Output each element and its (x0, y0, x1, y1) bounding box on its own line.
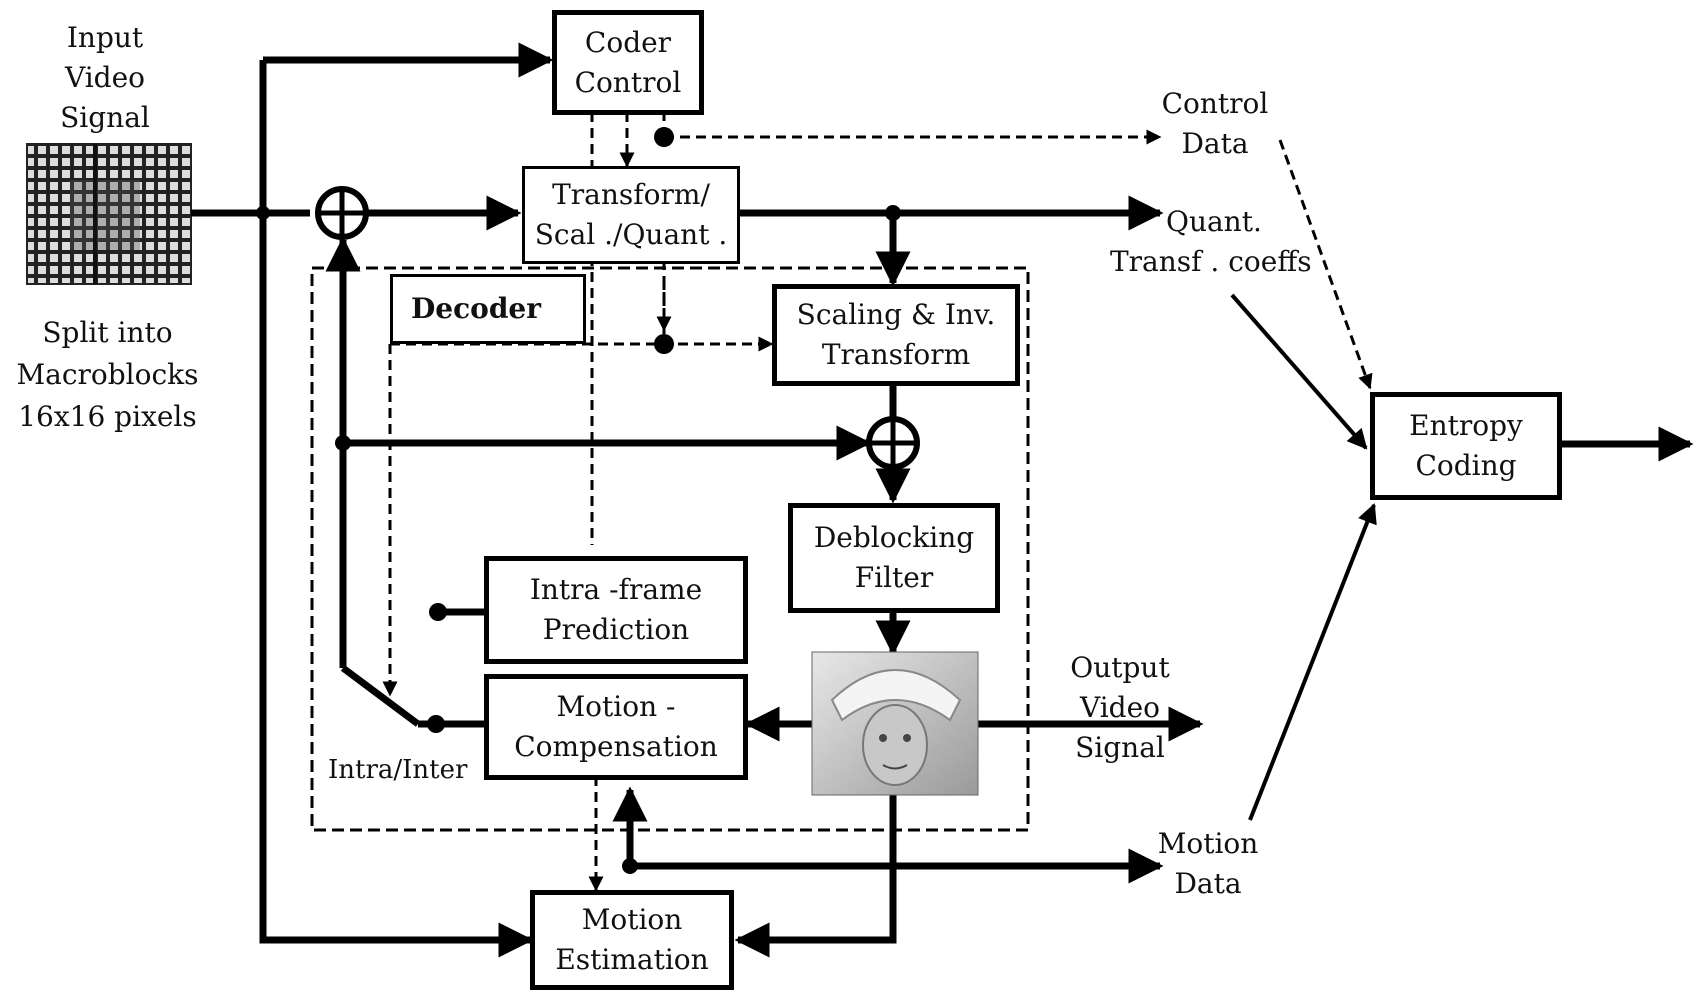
output-video-line-3: Signal (1060, 728, 1180, 768)
control-data-line-1: Control (1150, 84, 1280, 124)
output-video-line-2: Video (1060, 688, 1180, 728)
subtractor-node (318, 189, 366, 237)
motion-data-label: Motion Data (1148, 824, 1268, 904)
quant-coeffs-line-2: Transf . coeffs (1110, 242, 1330, 282)
scaling-line-2: Transform (822, 335, 970, 375)
coder-control-line-2: Control (575, 63, 682, 103)
decoder-label-box: Decoder (390, 274, 586, 344)
macroblock-image (27, 144, 191, 284)
reference-frame-image (812, 652, 978, 795)
input-signal-lines (191, 60, 550, 940)
entropy-line-1: Entropy (1409, 406, 1523, 446)
input-video-label: Input Video Signal (50, 18, 160, 138)
motion-est-line-2: Estimation (555, 940, 708, 980)
motion-comp-line-1: Motion - (557, 687, 676, 727)
split-label-line-1: Split into (0, 312, 215, 354)
intra-pred-line-1: Intra -frame (530, 570, 702, 610)
intra-inter-switch-label: Intra/Inter (328, 750, 467, 790)
motion-data-line-2: Data (1148, 864, 1268, 904)
transform-block[interactable]: Transform/ Scal ./Quant . (522, 166, 740, 264)
coder-control-block[interactable]: Coder Control (552, 10, 704, 115)
split-label-line-3: 16x16 pixels (0, 396, 215, 438)
entropy-inputs (1232, 295, 1374, 820)
motion-est-line-1: Motion (582, 900, 683, 940)
motion-compensation-block[interactable]: Motion - Compensation (484, 674, 748, 780)
output-video-line-1: Output (1060, 648, 1180, 688)
coder-control-line-1: Coder (585, 23, 671, 63)
entropy-coding-block[interactable]: Entropy Coding (1370, 392, 1562, 500)
scaling-line-1: Scaling & Inv. (797, 295, 996, 335)
deblocking-line-1: Deblocking (814, 518, 974, 558)
motion-comp-line-2: Compensation (514, 727, 718, 767)
motion-estimation-block[interactable]: Motion Estimation (530, 890, 734, 990)
intra-pred-line-2: Prediction (543, 610, 689, 650)
input-label-line-2: Video (50, 58, 160, 98)
transform-line-2: Scal ./Quant . (535, 215, 728, 255)
adder-node (869, 419, 917, 467)
quant-coeffs-line-1: Quant. (1110, 202, 1330, 242)
output-video-label: Output Video Signal (1060, 648, 1180, 768)
entropy-line-2: Coding (1415, 446, 1516, 486)
control-data-line-2: Data (1150, 124, 1280, 164)
motion-data-line-1: Motion (1148, 824, 1268, 864)
input-label-line-3: Signal (50, 98, 160, 138)
split-label: Split into Macroblocks 16x16 pixels (0, 312, 215, 438)
quant-coeffs-label: Quant. Transf . coeffs (1110, 202, 1330, 282)
scaling-block[interactable]: Scaling & Inv. Transform (772, 284, 1020, 386)
control-data-label: Control Data (1150, 84, 1280, 164)
deblocking-block[interactable]: Deblocking Filter (788, 503, 1000, 613)
intra-prediction-block[interactable]: Intra -frame Prediction (484, 556, 748, 664)
input-label-line-1: Input (50, 18, 160, 58)
transform-line-1: Transform/ (552, 175, 710, 215)
split-label-line-2: Macroblocks (0, 354, 215, 396)
deblocking-line-2: Filter (855, 558, 934, 598)
decoder-label: Decoder (411, 289, 541, 329)
